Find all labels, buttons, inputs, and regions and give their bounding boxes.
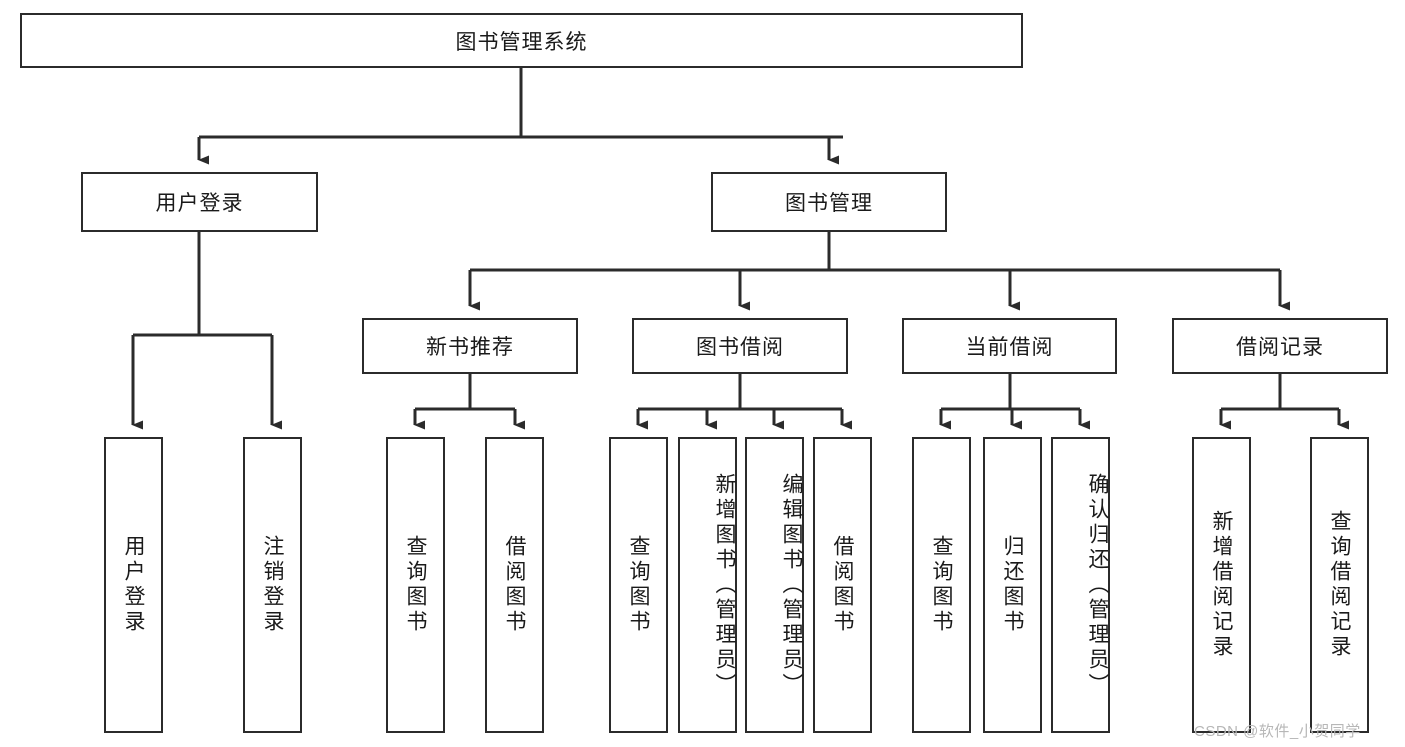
node-current-borrow[interactable]: 当前借阅 — [902, 318, 1117, 374]
leaf-query-book-recommend[interactable]: 查询图书 — [386, 437, 445, 733]
leaf-query-book-current[interactable]: 查询图书 — [912, 437, 971, 733]
csdn-watermark: CSDN @软件_小贺同学 — [1194, 723, 1361, 740]
leaf-query-borrow-record[interactable]: 查询借阅记录 — [1310, 437, 1369, 733]
node-new-book-recommend[interactable]: 新书推荐 — [362, 318, 578, 374]
node-root-system[interactable]: 图书管理系统 — [20, 13, 1023, 68]
leaf-borrow-book-recommend[interactable]: 借阅图书 — [485, 437, 544, 733]
node-user-login[interactable]: 用户登录 — [81, 172, 318, 232]
leaf-edit-book-admin[interactable]: 编辑图书（管理员） — [745, 437, 804, 733]
leaf-add-borrow-record[interactable]: 新增借阅记录 — [1192, 437, 1251, 733]
leaf-query-book-borrow[interactable]: 查询图书 — [609, 437, 668, 733]
node-book-borrow[interactable]: 图书借阅 — [632, 318, 848, 374]
node-book-management[interactable]: 图书管理 — [711, 172, 947, 232]
leaf-logout-login[interactable]: 注销登录 — [243, 437, 302, 733]
leaf-user-login[interactable]: 用户登录 — [104, 437, 163, 733]
leaf-confirm-return-admin[interactable]: 确认归还（管理员） — [1051, 437, 1110, 733]
leaf-add-book-admin[interactable]: 新增图书（管理员） — [678, 437, 737, 733]
leaf-return-book[interactable]: 归还图书 — [983, 437, 1042, 733]
leaf-borrow-book[interactable]: 借阅图书 — [813, 437, 872, 733]
node-borrow-record[interactable]: 借阅记录 — [1172, 318, 1388, 374]
